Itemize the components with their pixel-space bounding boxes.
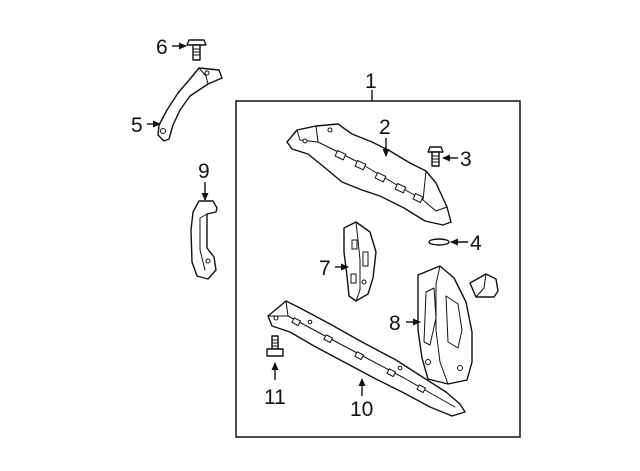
part-11-bolt: [266, 335, 284, 357]
callout-11: 11: [264, 386, 286, 409]
callout-3: 3: [460, 148, 472, 171]
part-7-center-brace: [343, 221, 377, 302]
part-8-side-support: [417, 265, 499, 385]
callout-4: 4: [470, 232, 482, 255]
part-5-bracket: [157, 67, 223, 142]
assembly-frame: [235, 100, 521, 438]
callout-9: 9: [198, 160, 210, 183]
callout-5: 5: [131, 114, 143, 137]
callout-2: 2: [379, 116, 391, 139]
callout-8: 8: [389, 312, 401, 335]
part-6-bolt: [186, 39, 207, 61]
part-3-bolt: [427, 146, 444, 167]
callout-10: 10: [350, 398, 373, 421]
part-9-shield: [190, 200, 218, 280]
callout-1: 1: [365, 70, 377, 93]
part-10-lower-support: [267, 300, 466, 417]
part-4-clip: [428, 238, 450, 246]
callout-7: 7: [319, 257, 331, 280]
part-2-upper-support: [286, 123, 452, 226]
callout-6: 6: [156, 36, 168, 59]
